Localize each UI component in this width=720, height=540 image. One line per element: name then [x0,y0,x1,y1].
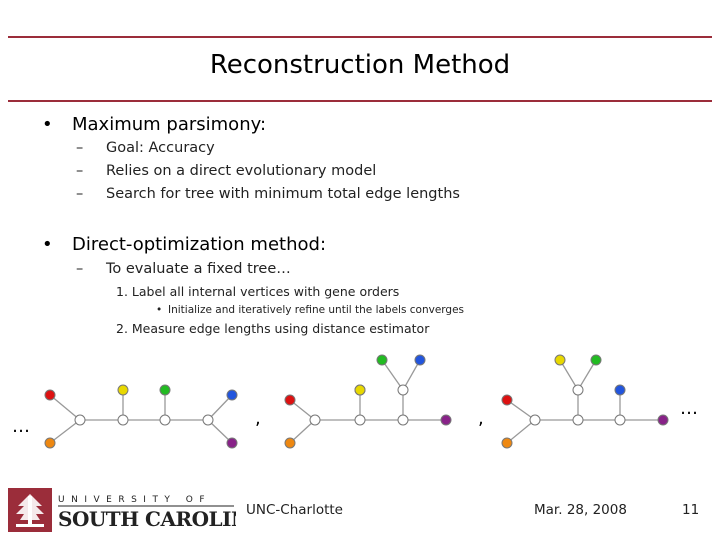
dash-marker: – [76,261,84,277]
university-top-text: UNIVERSITY OF [58,495,211,505]
leaf-purple [226,437,238,449]
internal-node [397,384,409,396]
step-sub-initialize: • Initialize and iteratively refine until… [156,304,464,316]
internal-node [309,414,321,426]
internal-node [529,414,541,426]
ellipsis-left: … [12,416,30,437]
bullet-marker: • [42,114,53,135]
leaf-purple [657,414,669,426]
internal-node [614,414,626,426]
dash-marker: – [76,163,84,179]
bullet-text: Maximum parsimony: [72,114,267,135]
top-rule [8,36,712,38]
footer-date: Mar. 28, 2008 [534,502,627,518]
leaf-orange [501,437,513,449]
university-bottom-text: SOUTH CAROLINA. [58,507,236,531]
step-sub-text: Initialize and iteratively refine until … [168,304,465,316]
leaf-yellow [554,354,566,366]
step-measure-edges: 2. Measure edge lengths using distance e… [116,321,430,336]
footer-page-number: 11 [682,502,700,518]
sub-bullet-search: – Search for tree with minimum total edge… [76,186,460,202]
dash-marker: – [76,140,84,156]
comma-separator: , [255,408,261,429]
leaf-red [44,389,56,401]
leaf-green [590,354,602,366]
leaf-blue [614,384,626,396]
leaf-purple [440,414,452,426]
dash-marker: – [76,186,84,202]
sub-bullet-marker: • [156,304,163,316]
internal-node [74,414,86,426]
leaf-red [284,394,296,406]
leaf-yellow [117,384,129,396]
internal-node [202,414,214,426]
bullet-marker: • [42,234,53,255]
leaf-blue [226,389,238,401]
internal-node [572,414,584,426]
sub-bullet-goal: – Goal: Accuracy [76,140,215,156]
university-logo: UNIVERSITY OF SOUTH CAROLINA. [8,488,236,532]
internal-node [117,414,129,426]
title-rule [8,100,712,102]
internal-node [572,384,584,396]
sub-bullet-text: Relies on a direct evolutionary model [106,163,377,179]
leaf-blue [414,354,426,366]
internal-node [159,414,171,426]
leaf-yellow [354,384,366,396]
internal-node [397,414,409,426]
comma-separator: , [478,408,484,429]
leaf-orange [44,437,56,449]
sub-bullet-text: Goal: Accuracy [106,140,215,156]
tree-edges [49,359,663,444]
slide-title: Reconstruction Method [209,50,511,80]
step-label-vertices: 1. Label all internal vertices with gene… [116,284,400,299]
internal-node [354,414,366,426]
leaf-orange [284,437,296,449]
ellipsis-right: … [680,398,698,419]
footer-event: UNC-Charlotte [246,502,343,518]
sub-bullet-evaluate: – To evaluate a fixed tree… [76,261,291,277]
sub-bullet-text: To evaluate a fixed tree… [106,261,291,277]
tree-figure: … , , … [12,354,698,449]
bullet-maximum-parsimony: • Maximum parsimony: [42,114,266,135]
sub-bullet-model: – Relies on a direct evolutionary model [76,163,376,179]
leaf-red [501,394,513,406]
leaf-green [376,354,388,366]
leaf-green [159,384,171,396]
bullet-text: Direct-optimization method: [72,234,327,255]
bullet-direct-optimization: • Direct-optimization method: [42,234,326,255]
sub-bullet-text: Search for tree with minimum total edge … [106,186,460,202]
